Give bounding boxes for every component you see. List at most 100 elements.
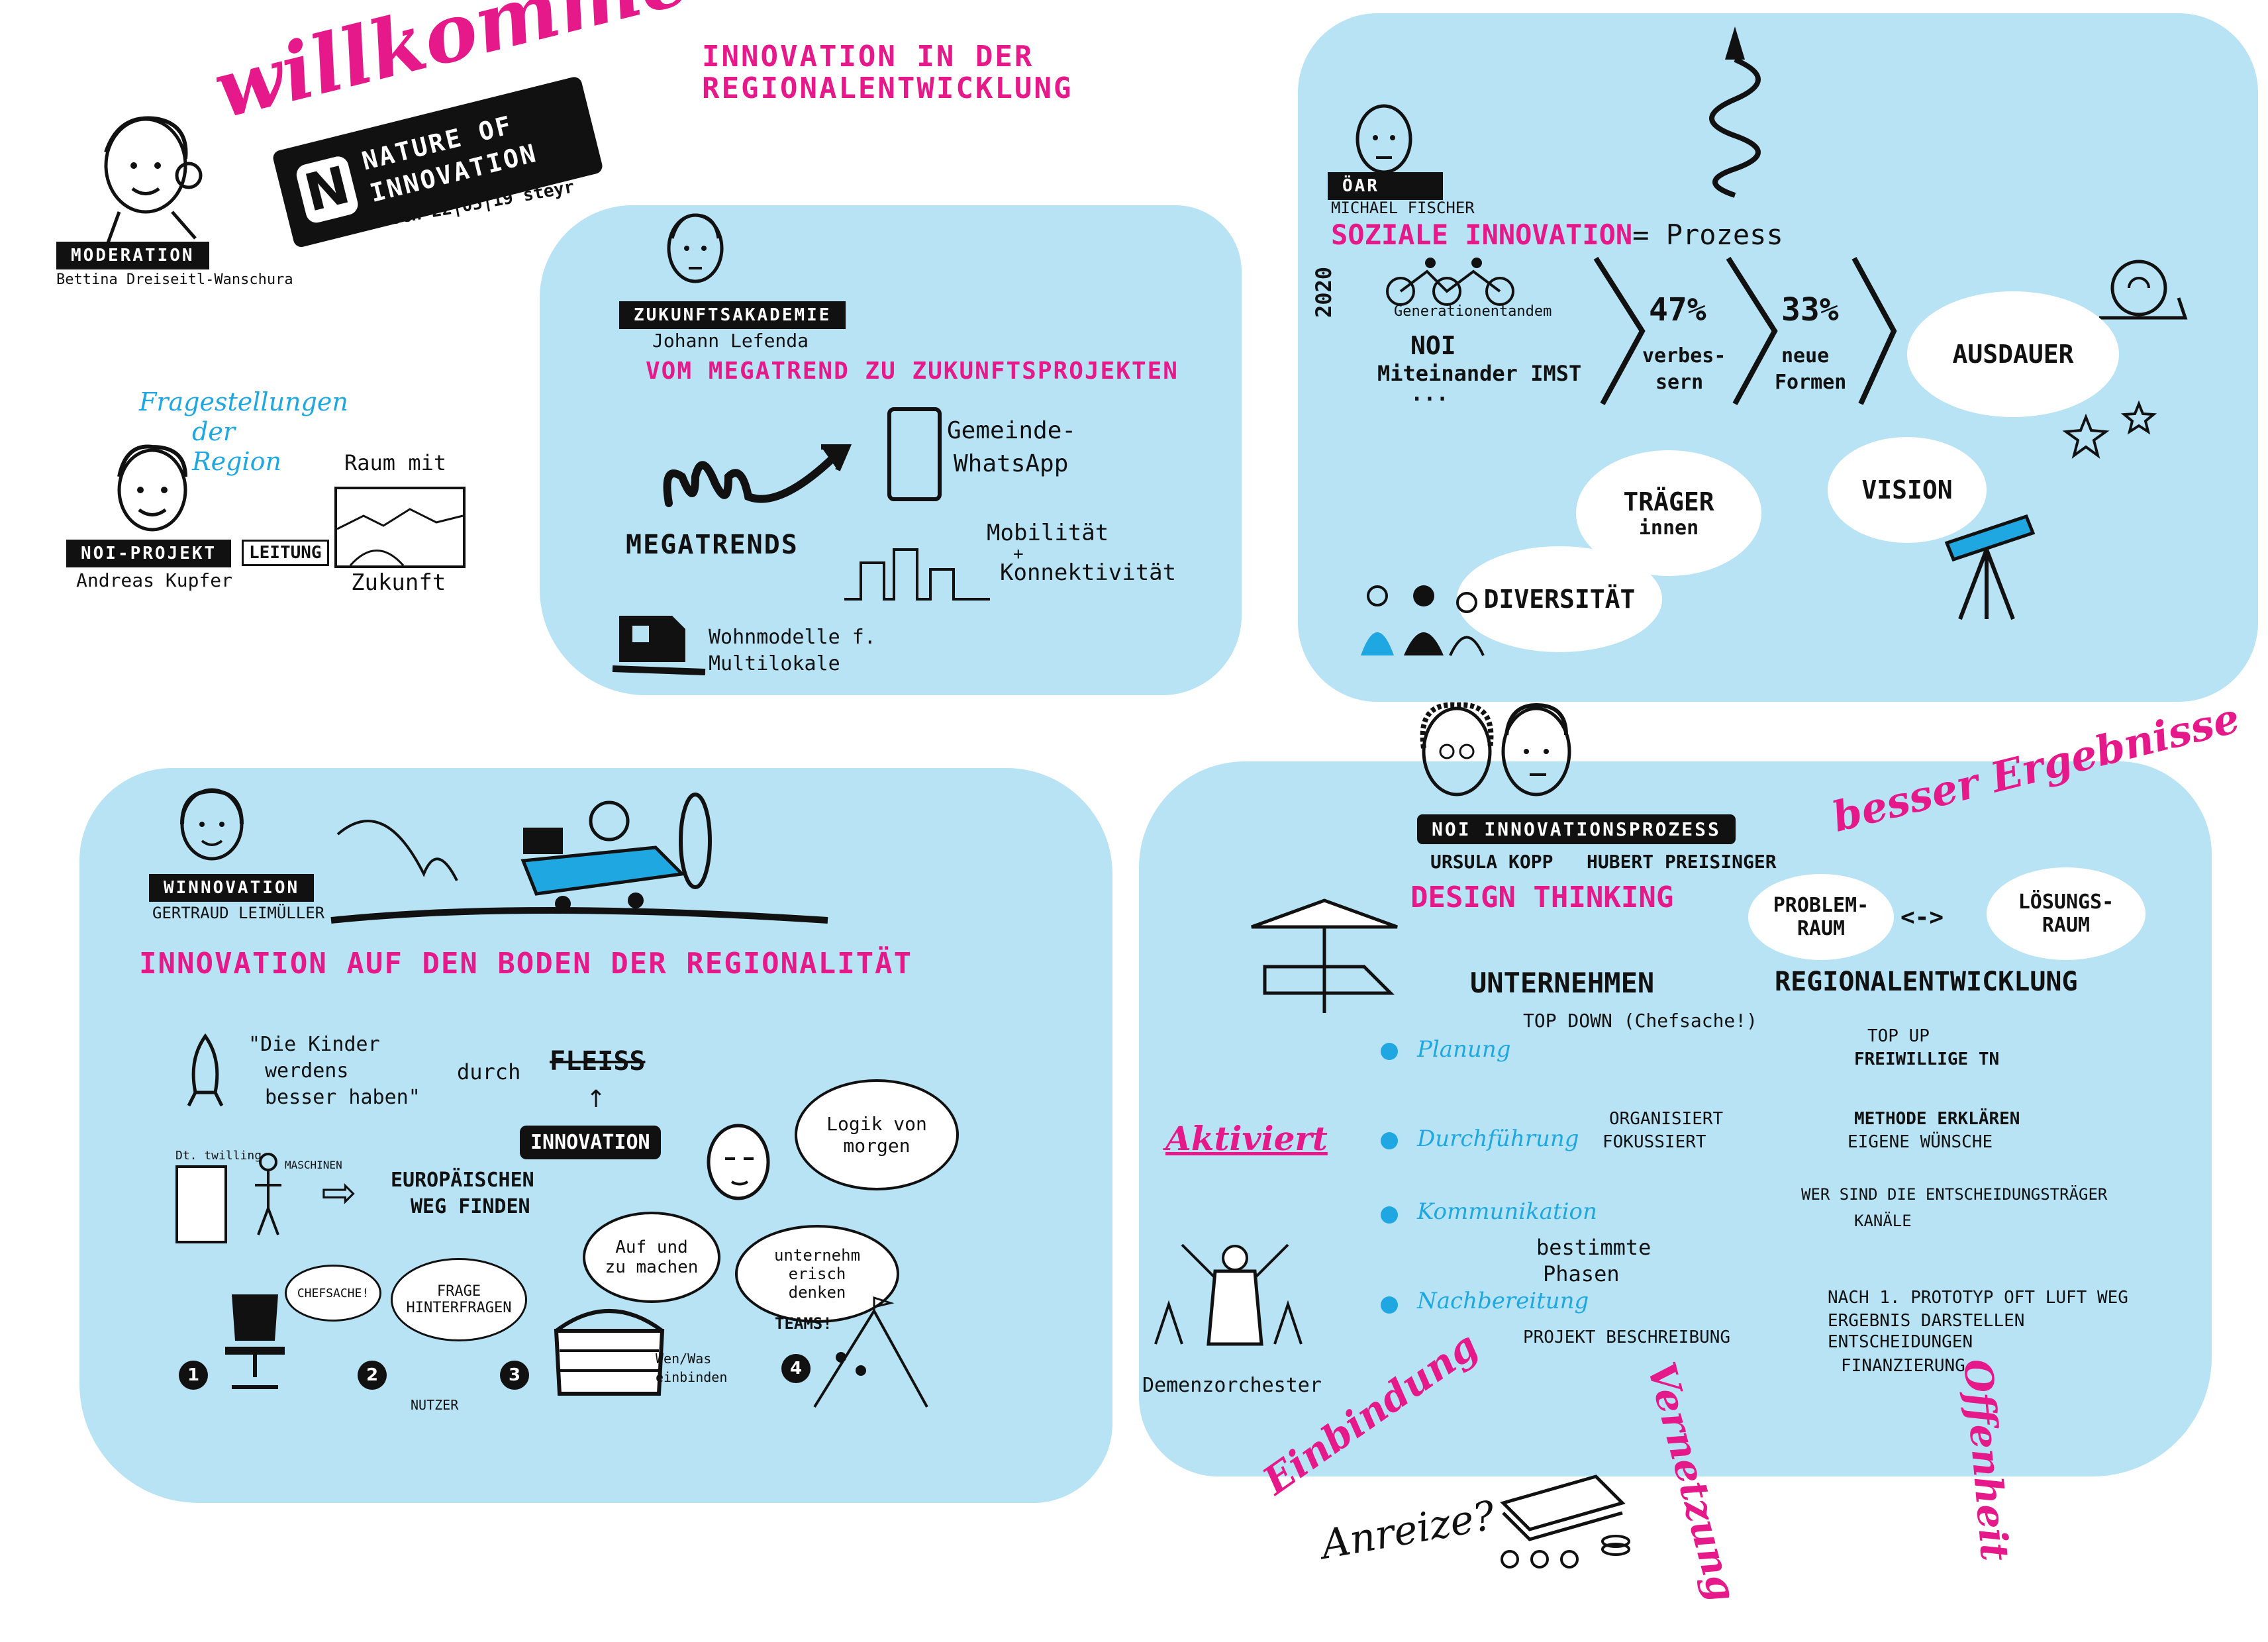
oear-headline-rest: = Prozess xyxy=(1632,218,1783,251)
raum-line2: Zukunft xyxy=(351,569,446,596)
miteinander-label: Miteinander IMST xyxy=(1377,361,1582,386)
unternehm-bubble: unternehm erisch denken xyxy=(735,1225,899,1323)
methode-line2: EIGENE WÜNSCHE xyxy=(1848,1132,1993,1152)
europe-line2: WEG FINDEN xyxy=(411,1195,530,1218)
diversitaet-label: DIVERSITÄT xyxy=(1483,585,1636,614)
noi-label: NOI xyxy=(1410,331,1456,360)
organisiert-line1: ORGANISIERT xyxy=(1609,1109,1724,1129)
digital-twin-frame xyxy=(175,1165,227,1243)
title-line2: REGIONALENTWICKLUNG xyxy=(702,72,1073,105)
stars-icon xyxy=(2062,400,2157,459)
thinking-head-icon xyxy=(707,1124,770,1200)
aufzu-line1: Auf und xyxy=(615,1237,688,1257)
money-coins-icon xyxy=(1500,1474,1630,1569)
problem-raum-bubble: PROBLEM- RAUM xyxy=(1748,874,1894,960)
right-arrow-icon: ⇨ xyxy=(321,1169,357,1218)
mobil-line2: Konnektivität xyxy=(1000,559,1177,586)
traeger-line1: TRÄGER xyxy=(1623,487,1714,516)
vision-bubble: VISION xyxy=(1828,437,1987,543)
loesung-line2: RAUM xyxy=(2042,914,2091,937)
project-label-leitung: LEITUNG xyxy=(242,540,329,566)
innovation-box: INNOVATION xyxy=(520,1126,661,1159)
topup-line2: FREIWILLIGE TN xyxy=(1854,1049,2000,1069)
landscape-icon xyxy=(336,508,464,566)
wer-line1: WER SIND DIE ENTSCHEIDUNGSTRÄGER xyxy=(1801,1185,2108,1204)
unternehm-line2: erisch xyxy=(788,1265,846,1283)
zukunft-name: Johann Lefenda xyxy=(652,330,809,352)
planung-label: Planung xyxy=(1417,1036,1511,1063)
traeger-line2: innen xyxy=(1638,516,1699,540)
problem-line2: RAUM xyxy=(1797,917,1846,940)
nach-line2: ERGEBNIS DARSTELLEN xyxy=(1828,1311,2025,1331)
sandbox-tent-icon xyxy=(1251,898,1398,1013)
wer-line2: KANÄLE xyxy=(1854,1212,1912,1230)
pct2: 33% xyxy=(1781,291,1839,328)
winnovation-name: GERTRAUD LEIMÜLLER xyxy=(152,904,325,922)
raum-line1: Raum mit xyxy=(344,450,447,475)
moderator-portrait-icon xyxy=(104,116,203,249)
fischer-portrait-icon xyxy=(1356,104,1412,174)
col-regional: REGIONALENTWICKLUNG xyxy=(1775,967,2078,997)
project-banner: NOI-PROJEKT xyxy=(66,540,232,567)
questions-line1: Fragestellungen xyxy=(139,387,348,416)
step-3-label: 3 xyxy=(508,1365,521,1385)
quote-line1: "Die Kinder xyxy=(248,1033,380,1056)
wen-line2: einbinden xyxy=(656,1369,728,1385)
durchfuehrung-bullet xyxy=(1381,1132,1398,1149)
teams-label: TEAMS! xyxy=(775,1314,832,1333)
design-thinking-label: DESIGN THINKING xyxy=(1410,881,1674,914)
kopp-preisinger-portrait-icon xyxy=(1420,702,1571,797)
step-2-label: 2 xyxy=(366,1365,379,1385)
unternehm-line3: denken xyxy=(788,1283,846,1302)
unternehm-line1: unternehm xyxy=(773,1246,861,1265)
durchfuehrung-label: Durchführung xyxy=(1417,1126,1579,1152)
tandem-bike-icon xyxy=(1386,258,1514,306)
snail-icon xyxy=(2099,260,2188,320)
oear-headline-pink: SOZIALE INNOVATION xyxy=(1331,218,1633,251)
frage-line1: FRAGE xyxy=(436,1283,481,1300)
step-2-badge: 2 xyxy=(358,1361,387,1390)
step-3-badge: 3 xyxy=(500,1361,529,1390)
megatrend-arrow-icon xyxy=(663,444,852,507)
tandem-label: Generationentandem xyxy=(1394,303,1552,320)
loesung-raum-bubble: LÖSUNGS- RAUM xyxy=(1987,867,2145,960)
europe-line1: EUROPÄISCHEN xyxy=(391,1169,534,1192)
house-icon xyxy=(612,616,706,675)
landscape-frame xyxy=(334,487,466,568)
person-figure-icon xyxy=(255,1153,281,1235)
pct1: 47% xyxy=(1649,291,1706,328)
logo-n-icon: N xyxy=(294,154,360,225)
kommunikation-bullet xyxy=(1381,1206,1398,1224)
up-arrow-icon: ↑ xyxy=(586,1086,607,1113)
nach-line1: NACH 1. PROTOTYP OFT LUFT WEG xyxy=(1828,1288,2128,1308)
fleiss-label: FLEISS xyxy=(550,1046,646,1077)
chefsache-bubble: CHEFSACHE! xyxy=(285,1265,381,1322)
oear-dots: ... xyxy=(1410,381,1449,406)
aufzu-line2: zu machen xyxy=(605,1257,699,1277)
treasure-chest-icon xyxy=(554,1309,665,1396)
ausdauer-label: AUSDAUER xyxy=(1952,340,2074,369)
vision-label: VISION xyxy=(1861,475,1953,505)
project-name: Andreas Kupfer xyxy=(76,569,233,591)
ausdauer-bubble: AUSDAUER xyxy=(1907,291,2119,417)
questions-line2: der xyxy=(192,417,235,446)
nach-line4: FINANZIERUNG xyxy=(1841,1356,1965,1376)
quote-line2: werdens xyxy=(265,1059,349,1083)
oear-name: MICHAEL FISCHER xyxy=(1331,199,1475,217)
project-lead-portrait-icon xyxy=(117,444,187,532)
logik-line2: morgen xyxy=(843,1135,911,1157)
oear-year: 2020 xyxy=(1311,266,1336,318)
title-line1: INNOVATION IN DER xyxy=(702,40,1034,73)
mountain-climbers-icon xyxy=(813,1296,928,1408)
step-1-badge: 1 xyxy=(179,1361,208,1390)
organisiert-line2: FOKUSSIERT xyxy=(1602,1132,1706,1152)
zukunft-banner: ZUKUNFTSAKADEMIE xyxy=(619,301,846,329)
winnovation-banner: WINNOVATION xyxy=(149,874,315,902)
nach-line3: ENTSCHEIDUNGEN xyxy=(1828,1332,1973,1352)
logik-line1: Logik von xyxy=(826,1113,927,1135)
methode-line1: METHODE ERKLÄREN xyxy=(1854,1109,2020,1129)
topdown-label: TOP DOWN (Chefsache!) xyxy=(1523,1010,1758,1032)
chefsache-label: CHEFSACHE! xyxy=(297,1286,370,1300)
moderation-name: Bettina Dreiseitl-Wanschura xyxy=(56,271,293,288)
office-chair-icon xyxy=(225,1294,285,1389)
